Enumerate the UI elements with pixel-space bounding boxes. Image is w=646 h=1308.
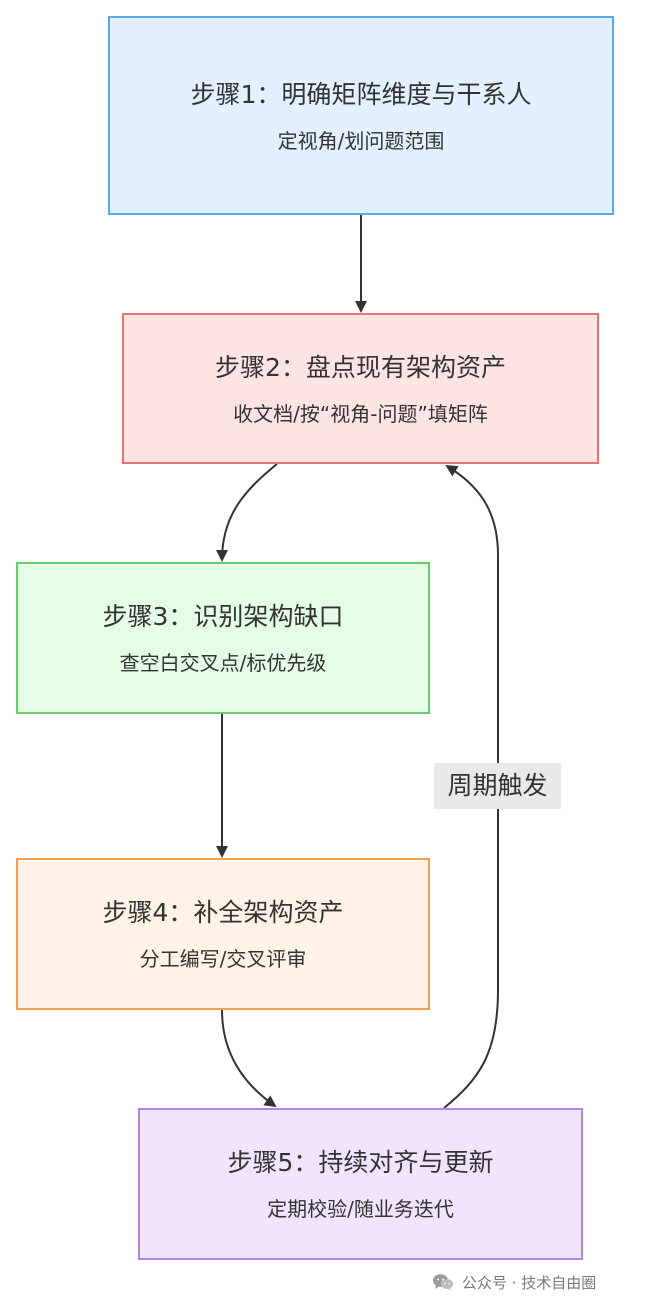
step5-title: 步骤5：持续对齐与更新	[227, 1148, 494, 1177]
edge-step2-step3	[216, 463, 278, 562]
step4-title: 步骤4：补全架构资产	[102, 898, 344, 927]
step3-subtitle: 查空白交叉点/标优先级	[119, 651, 327, 675]
step5-node: 步骤5：持续对齐与更新 定期校验/随业务迭代	[138, 1108, 583, 1260]
edge-step4-step5	[221, 1009, 277, 1108]
step2-title: 步骤2：盘点现有架构资产	[215, 352, 506, 382]
step4-node: 步骤4：补全架构资产 分工编写/交叉评审	[16, 858, 430, 1010]
step1-title: 步骤1：明确矩阵维度与干系人	[190, 79, 532, 109]
step4-subtitle: 分工编写/交叉评审	[139, 947, 307, 971]
edge-label-cycle: 周期触发	[434, 763, 561, 809]
step3-title: 步骤3：识别架构缺口	[102, 602, 344, 631]
step1-subtitle: 定视角/划问题范围	[277, 128, 445, 153]
step1-node: 步骤1：明确矩阵维度与干系人 定视角/划问题范围	[108, 16, 614, 215]
step5-subtitle: 定期校验/随业务迭代	[267, 1197, 454, 1221]
step3-node: 步骤3：识别架构缺口 查空白交叉点/标优先级	[16, 562, 430, 714]
step2-node: 步骤2：盘点现有架构资产 收文档/按“视角-问题”填矩阵	[122, 313, 599, 464]
edge-step5-step2	[443, 464, 499, 1109]
watermark: 公众号 · 技术自由圈	[432, 1268, 596, 1296]
watermark-text: 公众号 · 技术自由圈	[462, 1273, 597, 1292]
step2-subtitle: 收文档/按“视角-问题”填矩阵	[233, 401, 488, 426]
wechat-icon	[433, 1274, 453, 1291]
